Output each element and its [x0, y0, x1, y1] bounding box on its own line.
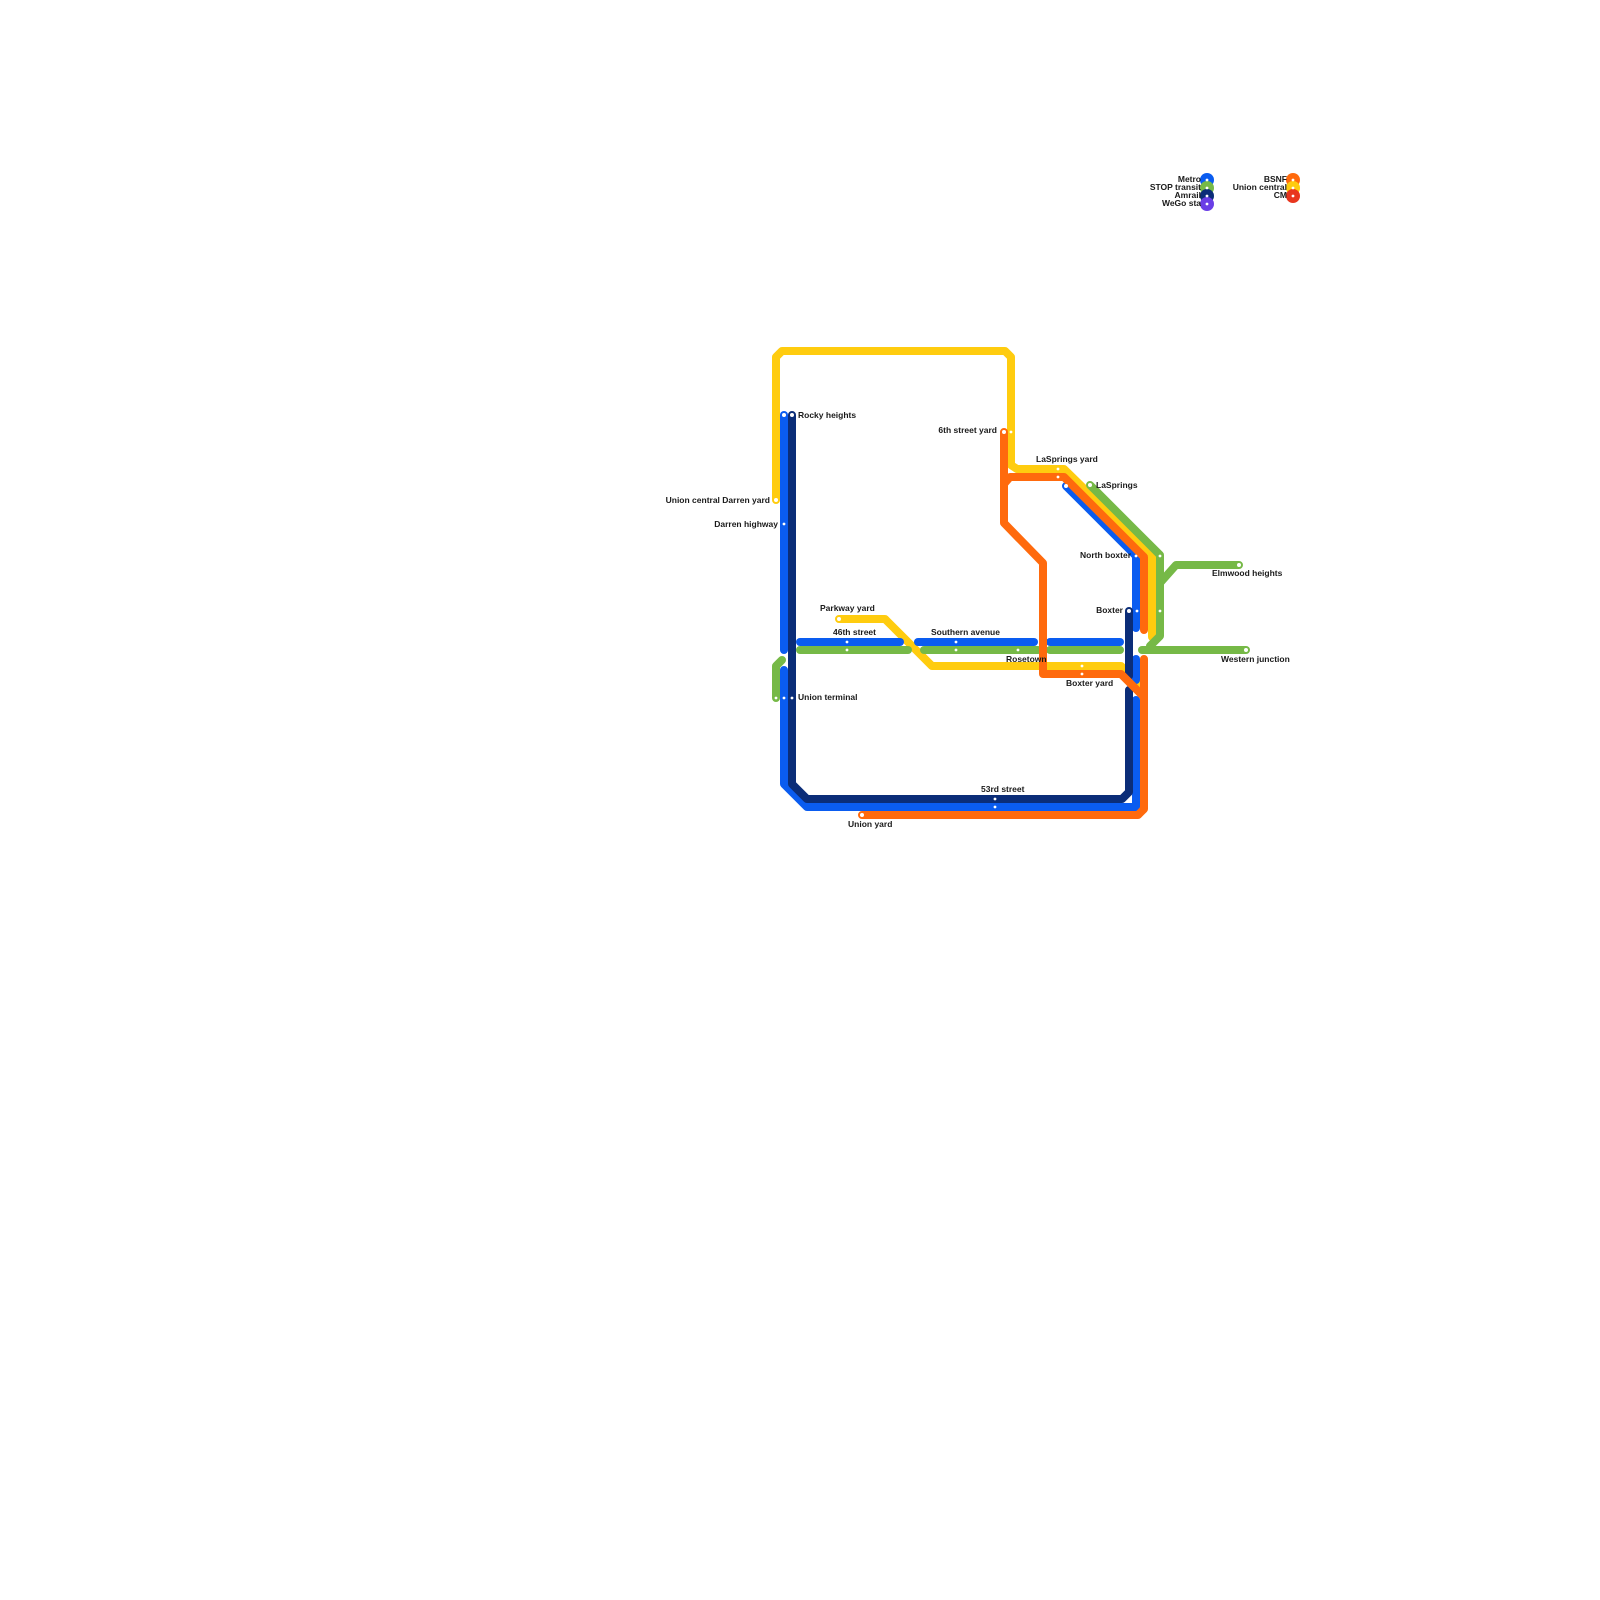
station-marker[interactable]: [790, 413, 794, 417]
legend: Metro STOP transit Amrail WeGo sta BSNF …: [1150, 173, 1300, 211]
station-label-southern-avenue: Southern avenue: [931, 627, 1000, 637]
stations: [774, 413, 1248, 817]
station-marker[interactable]: [1135, 609, 1139, 613]
station-marker[interactable]: [1002, 430, 1006, 434]
line-bsnf: [858, 428, 1148, 819]
station-marker[interactable]: [1080, 672, 1084, 676]
station-label-north-boxter: North boxter: [1080, 550, 1132, 560]
station-label-western-junction: Western junction: [1221, 654, 1290, 664]
station-marker[interactable]: [1127, 609, 1131, 613]
legend-center-dot: [1205, 186, 1209, 190]
station-marker[interactable]: [1134, 554, 1138, 558]
legend-center-dot: [1205, 202, 1209, 206]
station-marker[interactable]: [1056, 475, 1060, 479]
legend-center-dot: [1205, 178, 1209, 182]
legend-label-metro: Metro: [1178, 174, 1201, 184]
legend-center-dot: [1291, 194, 1295, 198]
station-label-parkway-yard: Parkway yard: [820, 603, 875, 613]
station-marker[interactable]: [993, 797, 997, 801]
line-metro: [780, 411, 1140, 811]
station-marker[interactable]: [954, 648, 958, 652]
station-marker[interactable]: [1080, 664, 1084, 668]
station-label-elmwood-heights: Elmwood heights: [1212, 568, 1283, 578]
station-marker[interactable]: [1056, 467, 1060, 471]
legend-label-amrail: Amrail: [1175, 190, 1201, 200]
legend-center-dot: [1291, 178, 1295, 182]
union-central-route-north: [772, 347, 1156, 641]
station-marker[interactable]: [845, 648, 849, 652]
station-label-union-yard: Union yard: [848, 819, 892, 829]
station-marker[interactable]: [782, 522, 786, 526]
station-marker[interactable]: [1016, 648, 1020, 652]
station-marker[interactable]: [837, 617, 841, 621]
bsnf-route-lasprings: [1000, 473, 1148, 634]
station-marker[interactable]: [954, 640, 958, 644]
station-label-darren-highway: Darren highway: [714, 519, 778, 529]
station-label-boxter: Boxter: [1096, 605, 1124, 615]
metro-route-south-loop: [780, 666, 1140, 811]
station-marker[interactable]: [845, 640, 849, 644]
stop-transit-route-lasprings: [1086, 481, 1164, 650]
station-marker[interactable]: [1237, 563, 1241, 567]
station-marker[interactable]: [1064, 484, 1068, 488]
station-marker[interactable]: [1244, 648, 1248, 652]
legend-label-wego: WeGo sta: [1162, 198, 1201, 208]
legend-label-stop-transit: STOP transit: [1150, 182, 1201, 192]
legend-label-cm: CM: [1274, 190, 1287, 200]
station-label-union-central-darren-yard: Union central Darren yard: [666, 495, 770, 505]
bsnf-route-north: [1000, 428, 1148, 701]
station-marker[interactable]: [790, 696, 794, 700]
station-label-53rd-street: 53rd street: [981, 784, 1025, 794]
stop-transit-route-crosstown-a: [772, 656, 786, 702]
station-marker[interactable]: [774, 696, 778, 700]
station-label-lasprings: LaSprings: [1096, 480, 1138, 490]
legend-center-dot: [1205, 194, 1209, 198]
station-marker[interactable]: [1088, 483, 1092, 487]
legend-label-union-central: Union central: [1233, 182, 1287, 192]
station-marker[interactable]: [993, 805, 997, 809]
station-marker[interactable]: [860, 813, 864, 817]
line-stop-transit: [772, 481, 1250, 702]
station-marker[interactable]: [774, 498, 778, 502]
legend-group-left: Metro STOP transit Amrail WeGo sta: [1150, 173, 1214, 211]
station-label-lasprings-yard: LaSprings yard: [1036, 454, 1098, 464]
station-label-rosetown: Rosetown: [1006, 654, 1047, 664]
station-marker[interactable]: [1009, 430, 1013, 434]
legend-group-right: BSNF Union central CM: [1233, 173, 1300, 203]
station-label-6th-street-yard: 6th street yard: [938, 425, 997, 435]
station-marker[interactable]: [782, 413, 786, 417]
station-label-rocky-heights: Rocky heights: [798, 410, 856, 420]
station-labels: Rocky heights Union central Darren yard …: [666, 410, 1290, 829]
legend-center-dot: [1291, 186, 1295, 190]
stop-transit-route-elmwood: [1156, 561, 1243, 587]
station-marker[interactable]: [1158, 609, 1162, 613]
amrail-route-main: [788, 411, 1133, 803]
station-marker[interactable]: [782, 696, 786, 700]
legend-label-bsnf: BSNF: [1264, 174, 1287, 184]
bsnf-route-south: [858, 655, 1148, 819]
line-amrail: [788, 411, 1133, 803]
station-label-46th-street: 46th street: [833, 627, 876, 637]
station-marker[interactable]: [1158, 554, 1162, 558]
station-label-boxter-yard: Boxter yard: [1066, 678, 1113, 688]
station-label-union-terminal: Union terminal: [798, 692, 858, 702]
